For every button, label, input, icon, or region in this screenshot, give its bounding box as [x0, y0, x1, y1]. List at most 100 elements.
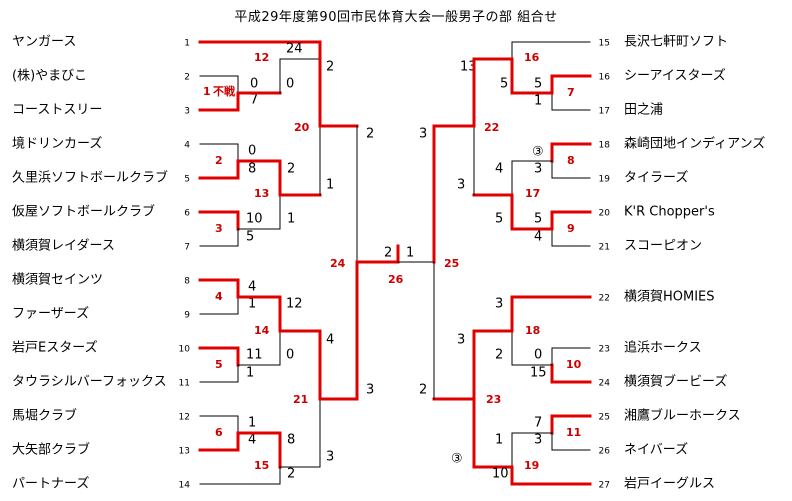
score: 5	[534, 212, 542, 227]
score: 3	[326, 450, 334, 465]
score: 2	[384, 246, 392, 261]
team-name-right: 横須賀HOMIES	[624, 290, 715, 305]
seed-number: 27	[599, 481, 610, 491]
seed-number: 26	[599, 447, 611, 457]
match-number: 18	[525, 324, 540, 337]
team-name-left: 横須賀レイダース	[12, 239, 115, 254]
match-number: 16	[524, 51, 540, 64]
team-name-right: 湘鷹ブルーホークス	[624, 408, 741, 424]
seed-number: 21	[599, 243, 610, 253]
team-name-left: コーストスリー	[12, 103, 102, 118]
seed-number: 3	[184, 107, 190, 117]
match-number: 21	[293, 393, 308, 406]
score: 2	[495, 348, 503, 363]
score: 8	[287, 433, 295, 448]
match-number: 14	[254, 324, 270, 337]
score: 1	[248, 297, 256, 312]
score: 10	[246, 212, 263, 227]
match-number: 8	[567, 154, 575, 167]
score: 7	[534, 416, 542, 431]
seed-number: 8	[184, 277, 190, 287]
team-name-left: 境ドリンカーズ	[12, 136, 102, 152]
page-title: 平成29年度第90回市民体育大会一般男子の部 組合せ	[234, 10, 558, 25]
match-number: 4	[215, 290, 223, 303]
team-name-left: 大矢部クラブ	[12, 442, 90, 458]
seed-number: 4	[184, 141, 190, 151]
score: 3	[419, 127, 427, 142]
match-number: 15	[254, 459, 269, 472]
seed-mark: ③	[451, 452, 463, 467]
seed-number: 5	[184, 175, 190, 185]
seed-mark: ③	[532, 145, 544, 160]
forfeit-note: 不戦	[213, 84, 236, 98]
score: 13	[460, 60, 477, 75]
score: 3	[534, 433, 542, 448]
team-name-left: 横須賀セインツ	[12, 273, 103, 288]
score: 1	[248, 416, 256, 431]
score: 7	[250, 93, 258, 108]
match-number: 1	[203, 85, 211, 98]
match-number: 6	[215, 426, 223, 439]
score: 1	[495, 433, 503, 448]
match-number: 10	[566, 358, 582, 371]
score: 3	[495, 297, 503, 312]
seed-number: 25	[599, 413, 610, 423]
team-name-right: シーアイスターズ	[624, 68, 726, 84]
seed-number: 9	[184, 311, 190, 321]
team-name-right: K'R Chopper's	[624, 205, 715, 220]
score: 3	[457, 178, 465, 193]
match-number: 17	[525, 187, 540, 200]
score: 4	[534, 230, 542, 245]
score: 5	[495, 212, 503, 227]
match-number: 5	[215, 358, 223, 371]
score: 2	[326, 60, 334, 75]
match-number: 9	[567, 222, 575, 235]
match-number: 24	[330, 257, 346, 270]
seed-number: 18	[599, 141, 611, 151]
team-name-right: 追浜ホークス	[624, 340, 702, 356]
seed-number: 13	[179, 447, 190, 457]
score: 0	[286, 77, 294, 92]
score: 4	[248, 433, 256, 448]
team-name-right: 長沢七軒町ソフト	[624, 35, 728, 50]
seed-number: 14	[179, 481, 191, 491]
score: 1	[534, 94, 542, 109]
seed-number: 2	[184, 73, 190, 83]
seed-number: 15	[599, 39, 610, 49]
score: 8	[248, 162, 256, 177]
score: 3	[457, 333, 465, 348]
match-number: 23	[486, 393, 501, 406]
match-number: 26	[388, 273, 404, 286]
team-name-right: 森崎団地インディアンズ	[624, 136, 765, 152]
score: 2	[287, 467, 295, 482]
team-name-right: 横須賀ブービーズ	[624, 374, 727, 390]
match-number: 3	[215, 222, 223, 235]
team-name-right: 岩戸イーグルス	[624, 477, 715, 492]
seed-number: 16	[599, 73, 611, 83]
team-name-left: ヤンガース	[12, 35, 76, 50]
match-number: 22	[484, 121, 499, 134]
match-number: 25	[444, 257, 459, 270]
score: 11	[246, 348, 263, 363]
team-name-right: タイラーズ	[624, 170, 688, 186]
score: 0	[250, 77, 258, 92]
score: 4	[248, 280, 256, 295]
seed-number: 11	[179, 379, 190, 389]
score: 2	[287, 162, 295, 177]
team-name-right: スコーピオン	[624, 239, 702, 254]
team-name-left: 久里浜ソフトボールクラブ	[12, 170, 168, 186]
team-name-right: 田之浦	[624, 103, 663, 118]
match-number: 11	[566, 426, 581, 439]
team-name-right: ネイバーズ	[624, 442, 688, 458]
score: 4	[495, 162, 503, 177]
seed-number: 24	[599, 379, 611, 389]
score: 3	[534, 162, 542, 177]
team-name-left: 岩戸Eスターズ	[12, 340, 98, 356]
score: 0	[534, 348, 542, 363]
score: 1	[246, 366, 254, 381]
score: 12	[286, 297, 303, 312]
score: 3	[366, 383, 374, 398]
match-number: 19	[524, 459, 539, 472]
match-number: 2	[215, 154, 223, 167]
score: 10	[492, 467, 509, 482]
